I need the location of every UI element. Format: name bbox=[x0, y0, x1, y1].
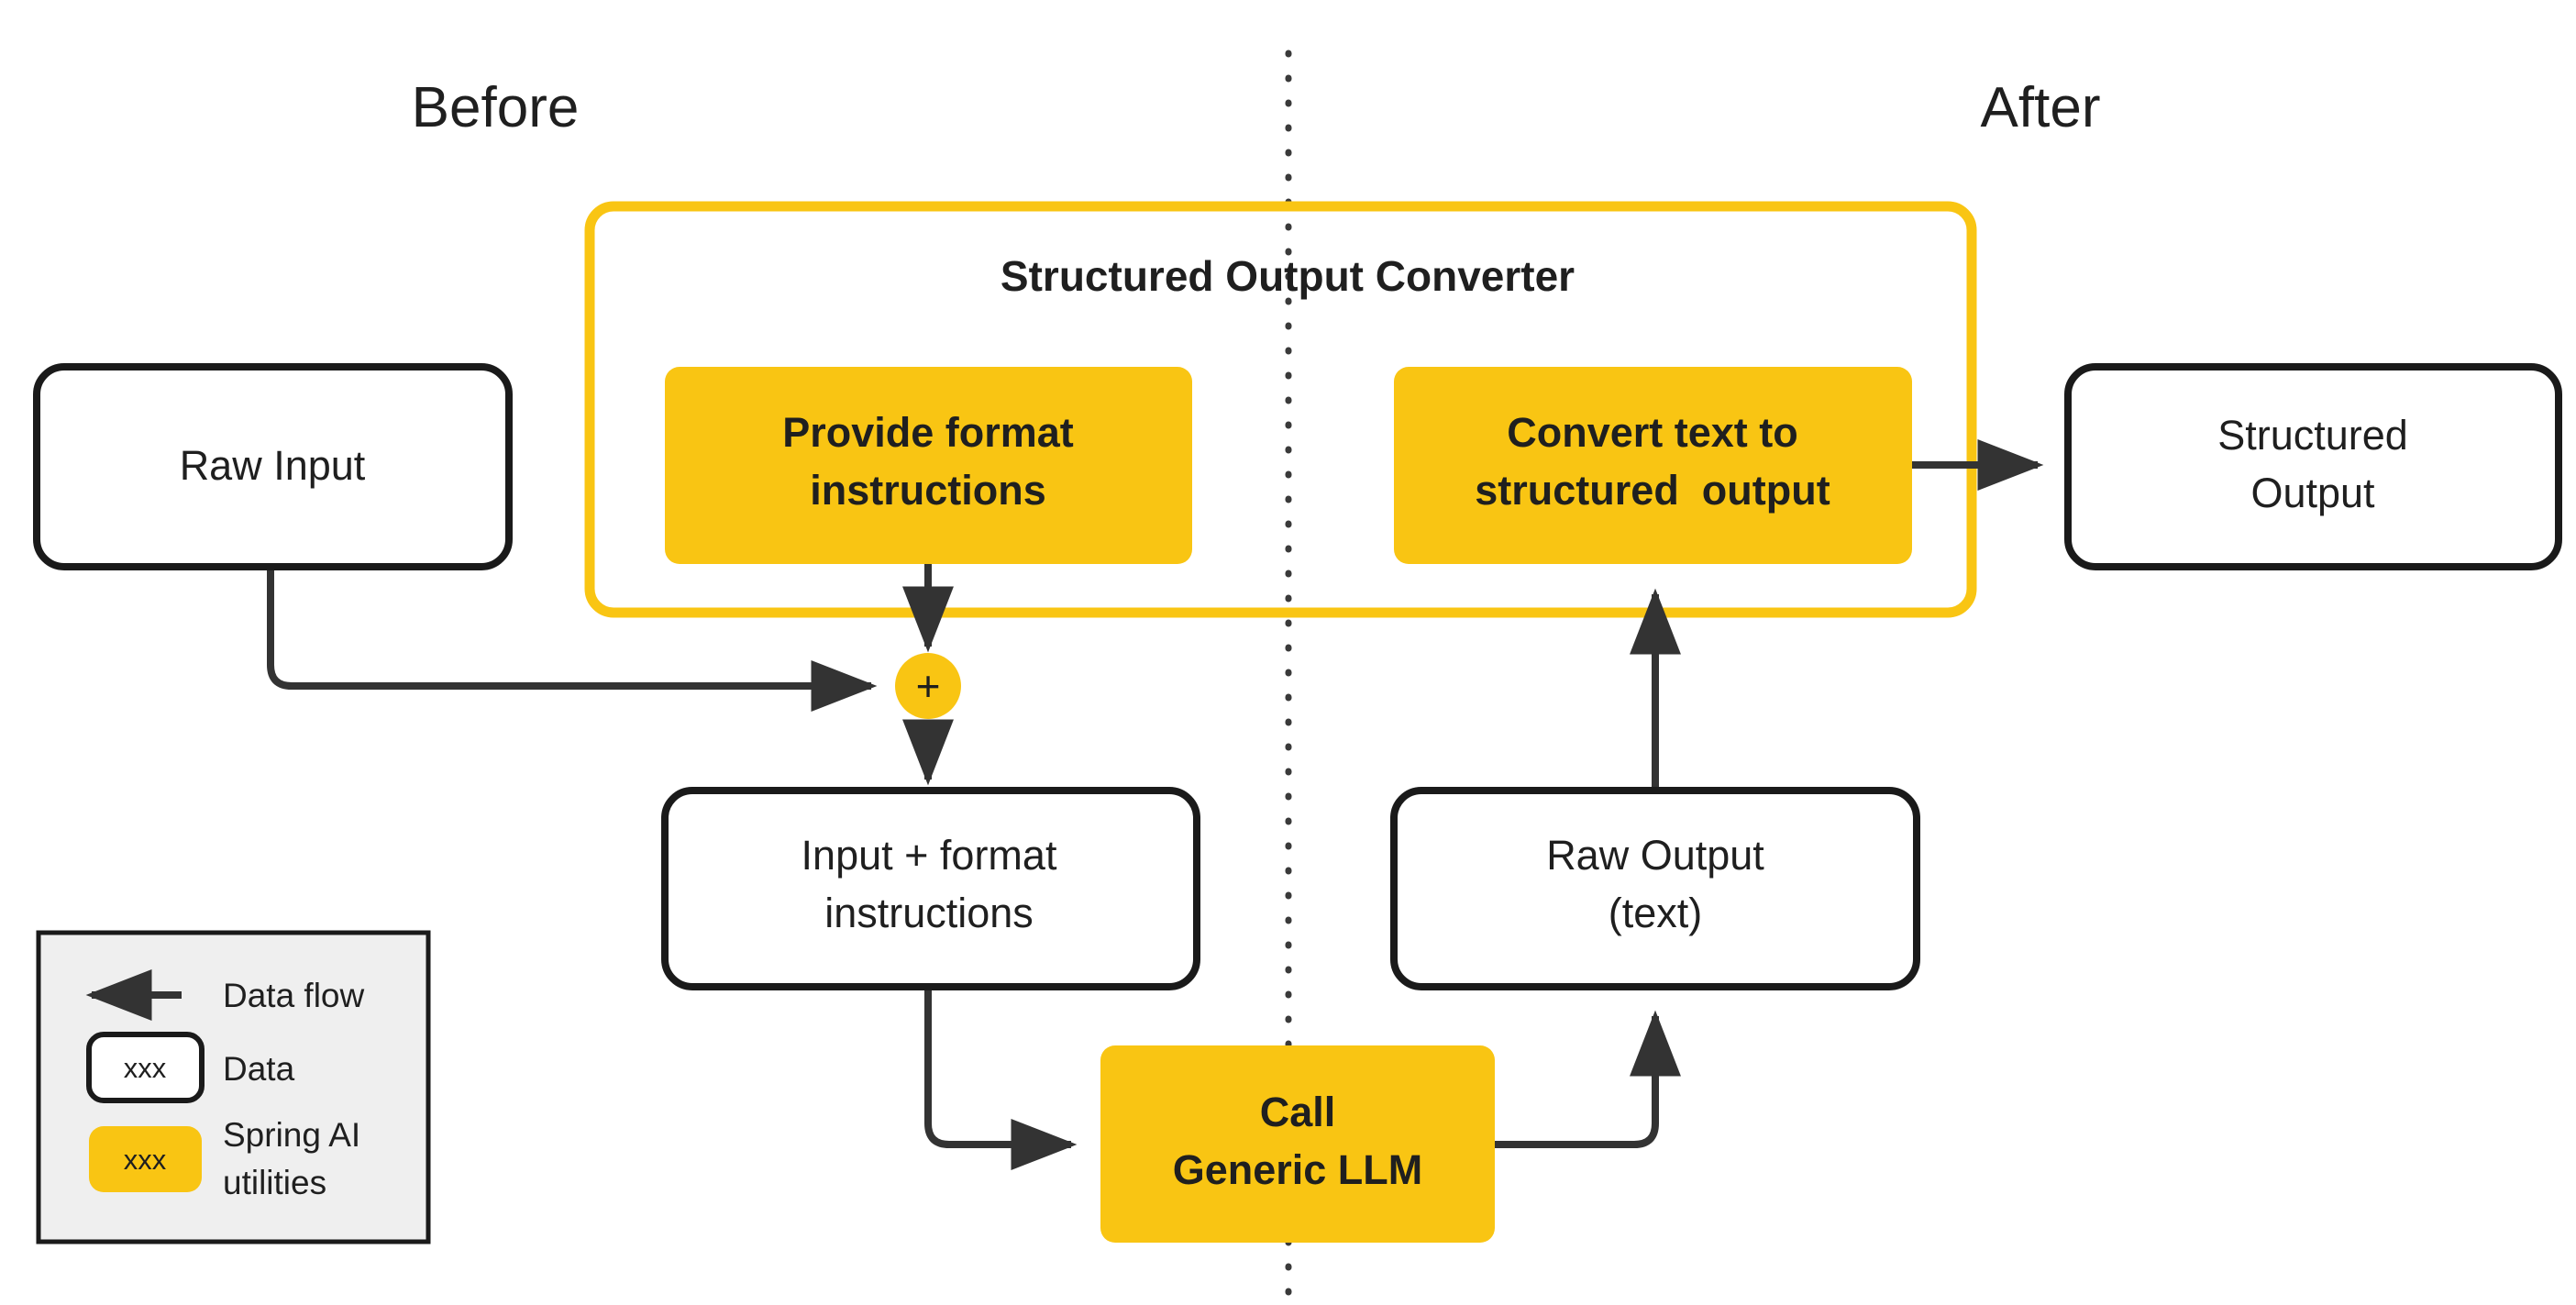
legend-item-data-flow-label: Data flow bbox=[223, 977, 365, 1014]
node-provide-format-instructions-line1: Provide format bbox=[782, 409, 1074, 456]
node-call-generic-llm-line1: Call bbox=[1260, 1089, 1336, 1135]
node-raw-input-label: Raw Input bbox=[180, 442, 366, 489]
before-label: Before bbox=[412, 76, 580, 139]
node-raw-input[interactable]: Raw Input bbox=[33, 363, 513, 570]
legend-item-spring-ai-utilities: xxx Spring AI utilities bbox=[89, 1116, 360, 1201]
white-box-icon bbox=[86, 1032, 205, 1103]
legend-item-spring-ai-utilities-line1: Spring AI bbox=[223, 1116, 360, 1154]
node-structured-output-line2: Output bbox=[2250, 470, 2375, 516]
node-provide-format-instructions[interactable]: Provide format instructions bbox=[665, 367, 1192, 564]
node-call-generic-llm-shape bbox=[1100, 1045, 1495, 1243]
node-structured-output-line1: Structured bbox=[2217, 412, 2408, 459]
node-merge-junction[interactable]: + bbox=[895, 653, 961, 719]
node-raw-input-shape bbox=[33, 363, 513, 570]
node-raw-output-line1: Raw Output bbox=[1546, 832, 1764, 879]
edge-callllm-to-rawoutput bbox=[1495, 1010, 1681, 1148]
node-convert-text-to-structured-output[interactable]: Convert text to structured output bbox=[1394, 367, 1912, 564]
node-provide-format-instructions-shape bbox=[665, 367, 1192, 564]
edge-inputformat-to-callllm bbox=[924, 987, 1078, 1170]
legend-item-data: xxx Data bbox=[86, 1032, 295, 1103]
yellow-box-icon bbox=[89, 1126, 202, 1192]
legend-item-data-flow: Data flow bbox=[85, 969, 365, 1021]
legend-item-data-label: Data bbox=[223, 1050, 295, 1088]
group-title: Structured Output Converter bbox=[1001, 252, 1575, 300]
node-convert-text-to-structured-output-line1: Convert text to bbox=[1507, 409, 1798, 456]
legend-item-spring-ai-utilities-chip: xxx bbox=[124, 1144, 167, 1176]
node-input-plus-format-instructions-line1: Input + format bbox=[802, 832, 1057, 879]
node-raw-output[interactable]: Raw Output (text) bbox=[1390, 787, 1920, 990]
node-structured-output[interactable]: Structured Output bbox=[2064, 363, 2562, 570]
node-input-plus-format-instructions-shape bbox=[661, 787, 1200, 990]
node-call-generic-llm[interactable]: Call Generic LLM bbox=[1100, 1045, 1495, 1243]
node-convert-text-to-structured-output-line2: structured output bbox=[1475, 467, 1830, 514]
edge-rawinput-to-junction bbox=[267, 566, 878, 712]
node-provide-format-instructions-line2: instructions bbox=[810, 467, 1046, 514]
structured-output-converter-group bbox=[584, 201, 1977, 618]
node-merge-junction-shape bbox=[895, 653, 961, 719]
node-raw-output-line2: (text) bbox=[1609, 890, 1703, 936]
node-call-generic-llm-line2: Generic LLM bbox=[1173, 1146, 1423, 1193]
node-raw-output-shape bbox=[1390, 787, 1920, 990]
node-merge-junction-label: + bbox=[916, 662, 941, 710]
legend-item-data-chip: xxx bbox=[124, 1052, 167, 1084]
legend-item-spring-ai-utilities-line2: utilities bbox=[223, 1164, 326, 1201]
node-convert-text-to-structured-output-shape bbox=[1394, 367, 1912, 564]
after-label: After bbox=[1981, 76, 2101, 139]
legend: Data flow xxx Data xxx Spring AI utiliti… bbox=[36, 930, 431, 1244]
node-input-plus-format-instructions[interactable]: Input + format instructions bbox=[661, 787, 1200, 990]
node-input-plus-format-instructions-line2: instructions bbox=[824, 890, 1034, 936]
node-structured-output-shape bbox=[2064, 363, 2562, 570]
